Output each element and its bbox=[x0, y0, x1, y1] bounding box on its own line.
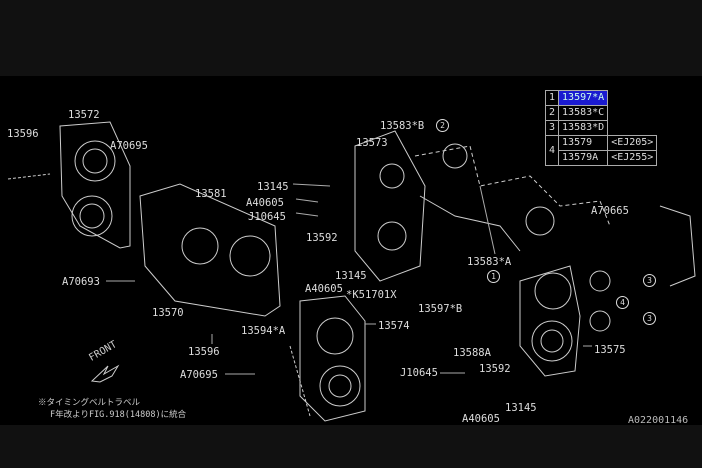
part-label-13145[interactable]: 13145 bbox=[335, 270, 367, 282]
legend-row[interactable]: 13579A<EJ255> bbox=[546, 150, 658, 166]
part-label-13597b[interactable]: 13597*B bbox=[418, 303, 463, 315]
part-label-a70665[interactable]: A70665 bbox=[591, 205, 629, 217]
part-label-a40605[interactable]: A40605 bbox=[462, 413, 500, 425]
part-label-13592[interactable]: 13592 bbox=[306, 232, 338, 244]
part-label-13575[interactable]: 13575 bbox=[594, 344, 626, 356]
cover-13572 bbox=[7, 121, 131, 249]
legend-variant: <EJ255> bbox=[607, 150, 658, 166]
part-label-13145[interactable]: 13145 bbox=[505, 402, 537, 414]
legend-part-link[interactable]: 13579 bbox=[558, 135, 609, 151]
part-label-13594a[interactable]: 13594*A bbox=[241, 325, 286, 337]
figure-code: A022001146 bbox=[628, 415, 689, 426]
legend-index: 2 bbox=[544, 105, 560, 121]
note-line-1: ※タイミングベルトラベル bbox=[38, 398, 141, 408]
part-label-13596[interactable]: 13596 bbox=[188, 346, 220, 358]
part-label-a40605[interactable]: A40605 bbox=[305, 283, 343, 295]
legend-index: 3 bbox=[544, 120, 560, 136]
part-label-a70695[interactable]: A70695 bbox=[110, 140, 148, 152]
legend-part-link[interactable]: 13597*A bbox=[558, 90, 609, 106]
part-label-a70695[interactable]: A70695 bbox=[180, 369, 218, 381]
callout-3[interactable]: 3 bbox=[643, 312, 656, 325]
legend-index: 4 bbox=[544, 135, 560, 166]
front-arrow-icon bbox=[90, 364, 120, 383]
callout-1[interactable]: 1 bbox=[487, 270, 500, 283]
part-label-j10645[interactable]: J10645 bbox=[248, 211, 286, 223]
part-label-13588a[interactable]: 13588A bbox=[453, 347, 491, 359]
part-label-k51701x[interactable]: *K51701X bbox=[346, 289, 397, 301]
part-label-a70693[interactable]: A70693 bbox=[62, 276, 100, 288]
parts-illustration bbox=[7, 121, 696, 422]
part-label-13145[interactable]: 13145 bbox=[257, 181, 289, 193]
part-label-13581[interactable]: 13581 bbox=[195, 188, 227, 200]
cover-13574 bbox=[289, 295, 366, 422]
engine-outline bbox=[414, 143, 696, 287]
part-label-13570[interactable]: 13570 bbox=[152, 307, 184, 319]
part-label-a40605[interactable]: A40605 bbox=[246, 197, 284, 209]
plate-13573 bbox=[354, 130, 426, 282]
callout-4[interactable]: 4 bbox=[616, 296, 629, 309]
part-label-13572[interactable]: 13572 bbox=[68, 109, 100, 121]
note-line-2: F年改よりFIG.918(14808)に統合 bbox=[50, 410, 187, 420]
cover-13570 bbox=[139, 183, 281, 317]
part-label-13573[interactable]: 13573 bbox=[356, 137, 388, 149]
part-label-j10645[interactable]: J10645 bbox=[400, 367, 438, 379]
leader-lines bbox=[106, 183, 592, 375]
legend-part-link[interactable]: 13579A bbox=[558, 150, 609, 166]
legend-part-link[interactable]: 13583*D bbox=[558, 120, 609, 136]
part-label-13574[interactable]: 13574 bbox=[378, 320, 410, 332]
part-label-13592[interactable]: 13592 bbox=[479, 363, 511, 375]
legend-index: 1 bbox=[544, 90, 560, 106]
cover-13575 bbox=[519, 265, 611, 377]
callout-3[interactable]: 3 bbox=[643, 274, 656, 287]
part-label-13583b[interactable]: 13583*B bbox=[380, 120, 425, 132]
part-label-13583a[interactable]: 13583*A bbox=[467, 256, 512, 268]
legend-variant: <EJ205> bbox=[607, 135, 658, 151]
part-label-13596[interactable]: 13596 bbox=[7, 128, 39, 140]
legend-part-link[interactable]: 13583*C bbox=[558, 105, 609, 121]
callout-2[interactable]: 2 bbox=[436, 119, 449, 132]
